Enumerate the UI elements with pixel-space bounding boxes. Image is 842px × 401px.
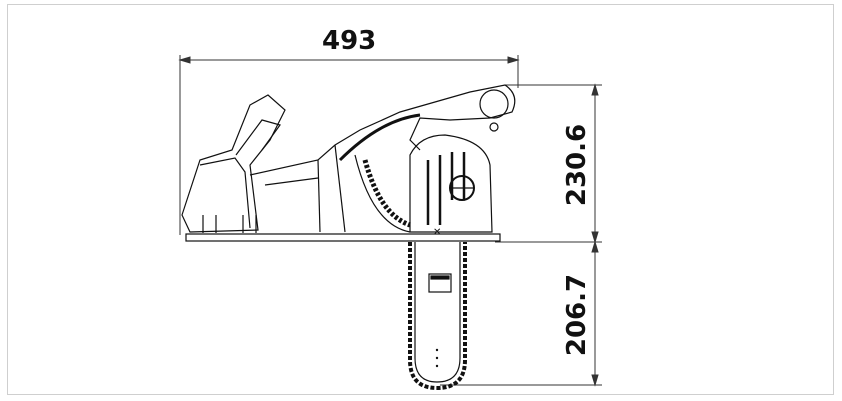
dimension-lines bbox=[178, 55, 602, 387]
studs bbox=[202, 215, 257, 233]
base-plate bbox=[185, 233, 501, 242]
dimension-height-label: 230.6 bbox=[562, 123, 592, 207]
guide-bar bbox=[408, 242, 467, 391]
svg-text:✕: ✕ bbox=[433, 227, 441, 238]
chain-wrap bbox=[362, 159, 411, 228]
handle-end bbox=[479, 89, 509, 119]
drawing-frame bbox=[7, 4, 834, 395]
dimension-bar-label: 206.7 bbox=[562, 273, 592, 357]
sprocket-cover bbox=[409, 134, 493, 233]
dimension-length-label: 493 bbox=[322, 26, 377, 56]
top-handle bbox=[249, 84, 516, 176]
bar-logo bbox=[428, 273, 452, 293]
rear-handle bbox=[181, 94, 286, 233]
